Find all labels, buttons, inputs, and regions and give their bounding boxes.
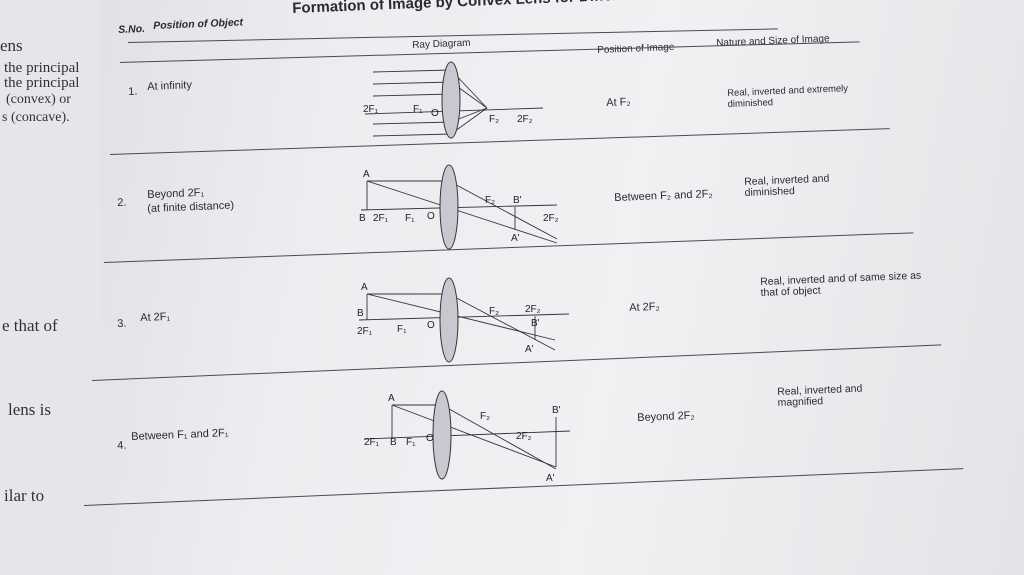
ray-diagram-3: A B 2F₁ F₁ O F₂ 2F₂ B' A' xyxy=(357,277,570,363)
label-b: B xyxy=(359,213,366,224)
row-number: 3. xyxy=(117,317,127,330)
label-a: A xyxy=(363,169,370,180)
image-position: At F₂ xyxy=(606,96,631,109)
label-b-prime: B' xyxy=(513,195,522,206)
image-nature: Real, inverted and diminished xyxy=(743,172,830,199)
header-nature-size: Nature and Size of Image xyxy=(716,33,830,49)
object-position: At 2F₁ xyxy=(140,310,171,324)
label-2f1: 2F₁ xyxy=(364,437,380,448)
object-position: Beyond 2F₁ xyxy=(147,186,205,201)
label-f2: F₂ xyxy=(480,411,490,422)
label-2f2: 2F₂ xyxy=(525,304,541,315)
ray-diagram-4: A 2F₁ B F₁ O F₂ B' 2F₂ A' xyxy=(363,390,571,484)
label-b: B xyxy=(357,308,364,319)
left-page-margin: ens the principal the principal (convex)… xyxy=(0,0,100,575)
image-nature: Real, inverted and of same size as that … xyxy=(759,269,922,299)
object-position-note: (at finite distance) xyxy=(147,199,235,215)
object-position: At infinity xyxy=(147,79,193,93)
margin-note: the principal xyxy=(4,60,80,76)
label-2f2: 2F₂ xyxy=(517,114,533,125)
margin-note: e that of xyxy=(2,316,58,335)
row-number: 1. xyxy=(128,85,138,98)
margin-note: ilar to xyxy=(4,486,45,505)
label-f1: F₁ xyxy=(406,437,416,448)
header-ray-diagram: Ray Diagram xyxy=(412,37,471,51)
label-a: A xyxy=(388,393,395,404)
label-2f1: 2F₁ xyxy=(373,213,389,224)
convex-lens xyxy=(432,390,452,480)
margin-note: lens is xyxy=(8,400,51,419)
convex-lens xyxy=(439,277,459,363)
label-o: O xyxy=(426,433,434,444)
convex-lens xyxy=(441,61,461,139)
label-a: A xyxy=(361,282,368,293)
label-a-prime: A' xyxy=(546,473,555,484)
object-position: Between F₁ and 2F₁ xyxy=(131,427,229,443)
table-title: Formation of Image by Convex Lens for Di… xyxy=(292,0,782,17)
row-number: 4. xyxy=(117,439,127,452)
label-a-prime: A' xyxy=(511,233,520,244)
label-f2: F₂ xyxy=(485,195,495,206)
label-b-prime: B' xyxy=(531,318,540,329)
label-2f2: 2F₂ xyxy=(543,213,559,224)
label-f1: F₁ xyxy=(413,104,423,115)
label-a-prime: A' xyxy=(525,344,534,355)
label-b-prime: B' xyxy=(552,405,561,416)
label-o: O xyxy=(427,320,435,331)
label-f1: F₁ xyxy=(397,324,407,335)
header-position-object: Position of Object xyxy=(153,16,244,32)
margin-note: ens xyxy=(0,36,23,55)
label-2f1: 2F₁ xyxy=(357,326,373,337)
image-nature: Real, inverted and extremely diminished xyxy=(727,83,849,110)
label-b: B xyxy=(390,437,397,448)
row-number: 2. xyxy=(117,196,127,209)
label-2f1: 2F₁ xyxy=(363,104,379,115)
image-position: Between F₂ and 2F₂ xyxy=(614,188,713,204)
ray-diagram-2: A B 2F₁ F₁ O F₂ B' 2F₂ A' xyxy=(359,164,559,250)
header-sno: S.No. xyxy=(118,22,146,36)
image-position: At 2F₂ xyxy=(629,300,661,314)
convex-lens xyxy=(439,164,459,250)
label-o: O xyxy=(427,211,435,222)
label-f2: F₂ xyxy=(489,114,499,125)
margin-note: s (concave). xyxy=(2,110,70,125)
label-f2: F₂ xyxy=(489,306,499,317)
margin-note: the principal xyxy=(4,75,80,91)
margin-note: (convex) or xyxy=(6,92,71,107)
label-f1: F₁ xyxy=(405,213,415,224)
image-nature: Real, inverted and magnified xyxy=(776,382,863,409)
image-position: Beyond 2F₂ xyxy=(637,409,695,424)
label-o: O xyxy=(431,108,439,119)
label-2f2: 2F₂ xyxy=(516,431,532,442)
ray-diagram-1: 2F₁ F₁ O F₂ 2F₂ xyxy=(363,61,544,139)
